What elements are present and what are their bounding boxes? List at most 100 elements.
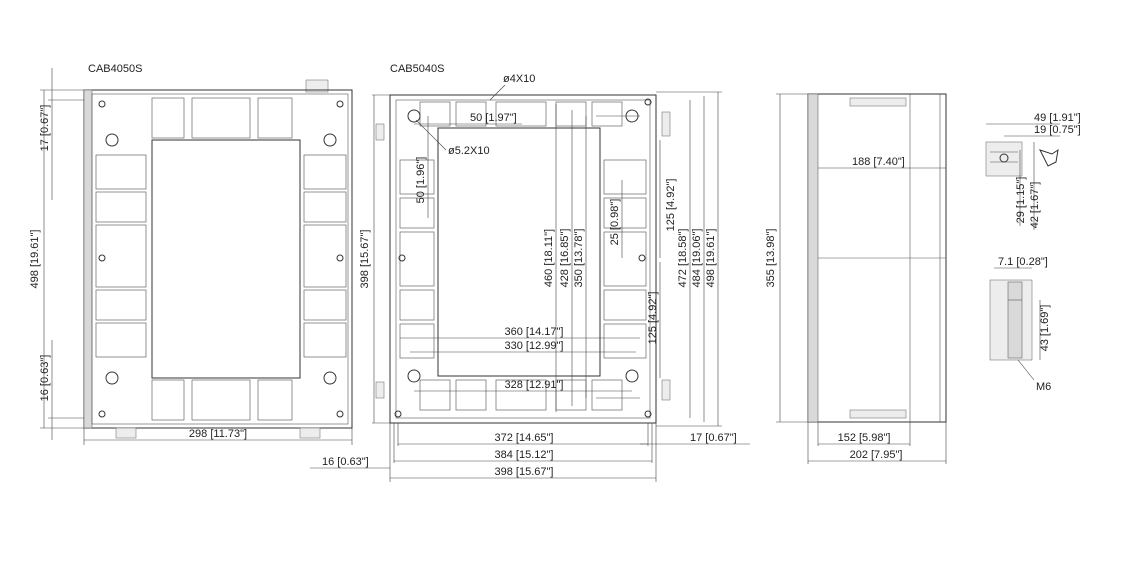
screw-hole <box>98 100 106 108</box>
rib-bay <box>303 322 347 358</box>
dim-202: 202 [7.95"] <box>850 449 903 461</box>
dim-188: 188 [7.40"] <box>852 156 905 168</box>
dim-298: 298 [11.73"] <box>189 428 247 440</box>
callout-hole-5-2x10: ø5.2X10 <box>448 145 490 157</box>
rib-bay <box>455 379 487 411</box>
rib-bay <box>603 159 647 195</box>
rib-bay <box>95 191 147 223</box>
rib-bay <box>257 97 293 139</box>
hinge-bracket <box>375 123 385 141</box>
dim-498-right: 498 [19.61"] <box>705 229 717 288</box>
screw-hole <box>336 254 344 262</box>
rib-bay <box>603 231 647 287</box>
rib-bay <box>191 379 251 421</box>
rib-bay <box>303 289 347 321</box>
rib-bay <box>495 101 547 127</box>
cab4050s-inner-frame <box>91 93 349 425</box>
rib-bay <box>303 224 347 288</box>
dim-384: 384 [15.12"] <box>495 449 554 461</box>
model-label-cab4050s: CAB4050S <box>88 63 142 75</box>
dim-398-vertical: 398 [15.67"] <box>359 230 371 289</box>
rib-bay <box>399 289 435 321</box>
rib-bay <box>399 197 435 229</box>
rib-bay <box>95 322 147 358</box>
screw-hole <box>336 410 344 418</box>
latch-bracket <box>661 111 671 137</box>
rib-bay <box>151 97 185 139</box>
screw-hole <box>398 254 406 262</box>
side-view: 355 [13.98"] 188 [7.40"] 152 [5.98"] 202… <box>765 93 947 464</box>
hinge-tab-bottom <box>115 427 137 439</box>
mounting-boss <box>323 133 337 147</box>
screw-hole <box>644 410 652 418</box>
callout-hole-4x10: ø4X10 <box>503 73 535 85</box>
rib-bay <box>151 379 185 421</box>
hinge-wing-icon <box>1039 148 1059 167</box>
cab4050s-outer-frame <box>83 89 353 429</box>
rib-bay <box>399 159 435 195</box>
rib-bay <box>555 101 587 127</box>
cab5040s-inner-frame <box>395 99 651 419</box>
dim-328: 328 [12.91"] <box>505 379 564 391</box>
dim-125-upper: 125 [4.92"] <box>665 179 677 232</box>
rib-bay <box>603 323 647 359</box>
rib-bay <box>257 379 293 421</box>
screw-hole <box>98 410 106 418</box>
rib-bay <box>419 379 451 411</box>
screw-hole <box>638 254 646 262</box>
side-view-back-wall <box>807 93 819 423</box>
dim-125-lower: 125 [4.92"] <box>647 292 659 345</box>
rib-bay <box>591 379 623 411</box>
screw-hole <box>336 100 344 108</box>
rib-bay <box>455 101 487 127</box>
mounting-boss <box>407 369 421 383</box>
dim-355: 355 [13.98"] <box>765 229 777 288</box>
screw-hole <box>98 254 106 262</box>
side-view-bottom-strip <box>849 409 907 419</box>
rib-bay <box>399 323 435 359</box>
dim-460: 460 [18.11"] <box>543 229 555 287</box>
dim-428: 428 [16.85"] <box>559 229 571 288</box>
callout-thread-m6: M6 <box>1036 381 1051 393</box>
boss-detail: 7.1 [0.28"] 43 [1.69"] M6 <box>989 256 1051 393</box>
dim-43: 43 [1.69"] <box>1039 305 1051 352</box>
dim-50-vertical: 50 [1.96"] <box>415 157 427 204</box>
cab4050s-side-wall <box>83 89 93 429</box>
dim-360: 360 [14.17"] <box>505 326 564 338</box>
model-label-cab5040s: CAB5040S <box>390 63 444 75</box>
dim-350: 350 [13.78"] <box>573 229 585 288</box>
dim-16-bottom: 16 [0.63"] <box>39 355 51 402</box>
hinge-detail: 49 [1.91"] 19 [0.75"] 29 [1.15"] 42 [1.6… <box>985 112 1081 230</box>
cab5040s-opening <box>437 127 601 377</box>
hinge-pin <box>999 153 1009 163</box>
mounting-boss <box>407 109 421 123</box>
screw-hole <box>394 410 402 418</box>
mounting-boss <box>323 371 337 385</box>
rib-bay <box>95 154 147 190</box>
dim-16-bottom-left: 16 [0.63"] <box>322 456 369 468</box>
side-view-top-strip <box>849 97 907 107</box>
dim-29: 29 [1.15"] <box>1015 177 1027 224</box>
hinge-tab-top <box>305 79 329 93</box>
latch-bracket <box>661 379 671 401</box>
dim-49: 49 [1.91"] <box>1034 112 1081 124</box>
rib-bay <box>603 197 647 229</box>
hinge-tab-bottom <box>299 427 321 439</box>
hinge-bracket <box>375 381 385 399</box>
screw-hole <box>644 98 652 106</box>
rib-bay <box>95 289 147 321</box>
dim-330: 330 [12.99"] <box>505 340 564 352</box>
rib-bay <box>603 289 647 321</box>
dim-372: 372 [14.65"] <box>495 432 554 444</box>
dim-17-right: 17 [0.67"] <box>690 432 737 444</box>
dim-498-left: 498 [19.61"] <box>29 230 41 289</box>
mounting-boss <box>625 369 639 383</box>
rib-bay <box>495 379 547 411</box>
mounting-boss <box>105 133 119 147</box>
dim-19: 19 [0.75"] <box>1034 124 1081 136</box>
cab5040s-front-view: CAB5040S ø4X10 <box>310 63 750 482</box>
dim-7-1: 7.1 [0.28"] <box>998 256 1048 268</box>
cab5040s-outer-frame <box>389 94 657 424</box>
cab4050s-front-view: CAB4050S <box>29 63 353 445</box>
